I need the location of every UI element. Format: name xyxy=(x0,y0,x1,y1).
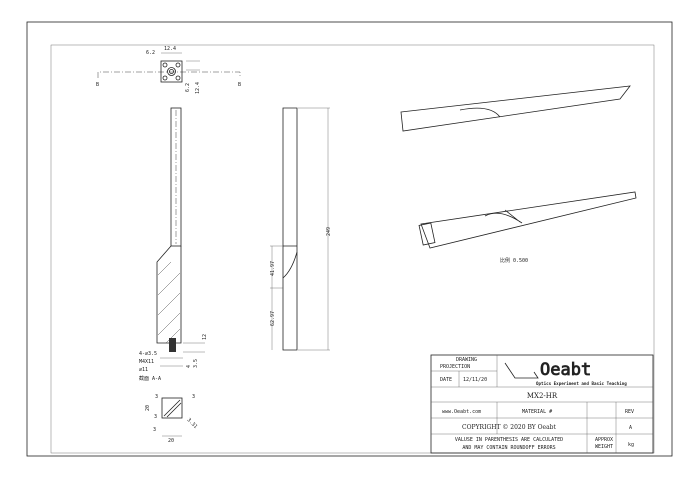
hole-callout: 4-∅3.5 xyxy=(139,351,157,357)
diameter-callout: ∅11 xyxy=(139,367,148,373)
side-view: 249 41.97 62.97 xyxy=(270,107,332,351)
dim-width: 20 xyxy=(168,438,174,444)
title-block: DRAWING PROJECTION DATE 12/11/20 Oeabt O… xyxy=(430,354,654,454)
dim-lower: 62.97 xyxy=(270,311,276,326)
iso-view-bottom: 比例 0.500 xyxy=(418,191,637,264)
weight-unit: kg xyxy=(628,442,634,448)
drawing-frame xyxy=(50,44,655,454)
dim-left-small: 3 xyxy=(154,414,157,420)
section-mark-right: B xyxy=(238,82,241,88)
thread-callout: M4X11 xyxy=(139,359,154,365)
material-label: MATERIAL # xyxy=(522,409,552,415)
date-value: 12/11/20 xyxy=(463,377,487,383)
dim-offset-y: 6.2 xyxy=(185,83,191,92)
dim-diag: 3.31 xyxy=(186,417,199,430)
top-view: B B 12.4 6.2 6.2 12.4 xyxy=(96,46,241,94)
dim-height: 20 xyxy=(145,405,151,411)
approx-label: APPROX xyxy=(595,437,613,443)
section-label: 截面 A-A xyxy=(139,375,161,382)
dim-total: 249 xyxy=(326,227,332,236)
part-name: MX2-HR xyxy=(527,392,558,400)
note-line-2: AND MAY CONTAIN ROUNDOFF ERRORS xyxy=(462,445,555,451)
projection-label: PROJECTION xyxy=(440,364,470,370)
oeabt-logo: Oeabt Optics Experiment and Basic Teachi… xyxy=(504,360,627,386)
drawing-label: DRAWING xyxy=(456,357,477,363)
logo-subtitle: Optics Experiment and Basic Teaching xyxy=(536,381,627,386)
section-mark-left: B xyxy=(96,82,99,88)
dim-bottom-small: 3 xyxy=(153,427,156,433)
date-label: DATE xyxy=(440,377,452,383)
dim-taper: 41.97 xyxy=(270,261,276,276)
iso-view-top xyxy=(400,85,631,132)
scale-label: 比例 0.500 xyxy=(500,257,528,264)
dim-right: 3 xyxy=(192,394,195,400)
dim-thread-depth: 12 xyxy=(202,334,208,340)
note-line-1: VALUSE IN PARENTHESIS ARE CALCULATED xyxy=(455,437,563,443)
drawing-border xyxy=(26,21,673,457)
dim-b: 3.5 xyxy=(193,359,199,368)
logo-text: Oeabt xyxy=(540,360,591,380)
front-view: 12 4 3.5 4-∅3.5 M4X11 ∅11 截面 A-A xyxy=(139,107,208,382)
dim-top: 3 xyxy=(155,394,158,400)
copyright: COPYRIGHT © 2020 BY Oeabt xyxy=(462,424,556,431)
dim-a: 4 xyxy=(186,365,192,368)
section-view: 3 3 3.31 3 3 20 20 xyxy=(145,394,198,444)
dim-width: 12.4 xyxy=(164,46,176,52)
rev-label: REV xyxy=(625,409,634,415)
website: www.Oeabt.com xyxy=(442,409,481,415)
dim-height: 12.4 xyxy=(195,82,201,94)
weight-label: WEIGHT xyxy=(595,444,613,450)
rev-value: A xyxy=(629,425,632,431)
dim-offset-x: 6.2 xyxy=(146,50,155,56)
